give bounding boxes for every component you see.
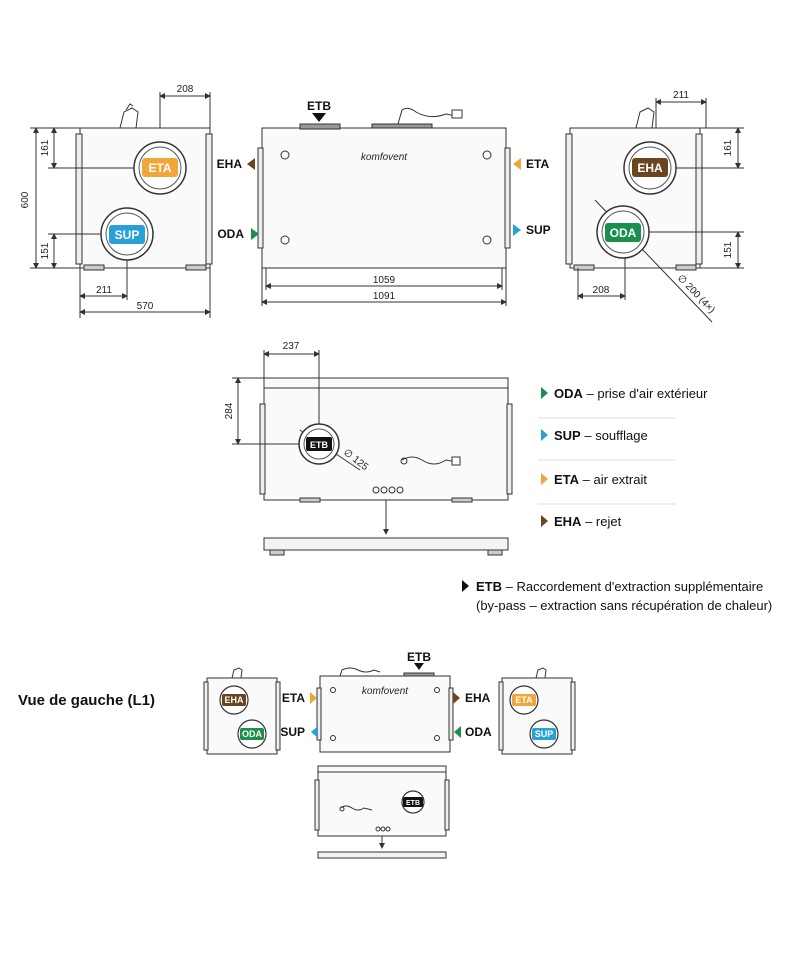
port-label: ETB (310, 440, 329, 450)
dim-label: 211 (96, 285, 112, 296)
bottom-oda-arrow-icon (454, 726, 461, 738)
legend-item-eha: EHA – rejet (554, 514, 622, 529)
top-right-eha-port: EHA (623, 141, 677, 195)
port-label: ODA (242, 729, 263, 739)
top-front-view (257, 107, 511, 306)
top-left-sup-port: SUP (100, 207, 154, 261)
dim-label: 237 (283, 341, 300, 352)
port-label: ODA (610, 226, 637, 240)
oda-arrow-icon (251, 228, 259, 240)
legend: ODA – prise d'air extérieur SUP – souffl… (462, 386, 772, 613)
dim-label: 570 (137, 301, 154, 312)
etb-note-line2: (by-pass – extraction sans récupération … (476, 598, 772, 613)
legend-eta-icon (541, 473, 548, 485)
dim-label: ∅ 200 (4×) (675, 273, 717, 316)
top-left-side-view (30, 92, 213, 318)
dim-label: 600 (20, 191, 31, 208)
bottom-eha-arrow-icon (453, 692, 460, 704)
bottom-etb-port: ETB (401, 790, 425, 814)
dim-label: 208 (177, 84, 194, 95)
dim-label: 151 (723, 241, 734, 258)
dim-label: 1091 (373, 291, 396, 302)
front-right-lower-label: SUP (526, 223, 551, 237)
bottom-plan-view (314, 765, 450, 859)
port-label: SUP (535, 729, 554, 739)
middle-plan-view (232, 350, 513, 556)
dim-label: 1059 (373, 275, 396, 286)
etb-note-line1: ETB – Raccordement d'extraction suppléme… (476, 579, 763, 594)
front-right-upper-label: ETA (526, 157, 549, 171)
eta-arrow-icon (513, 158, 521, 170)
brand-logo: komfovent (361, 152, 408, 163)
dim-label: 161 (723, 139, 734, 156)
bottom-etb-label: ETB (407, 650, 431, 664)
bottom-right-sup-port: SUP (529, 719, 559, 749)
front-left-upper-label: EHA (217, 157, 243, 171)
bottom-eta-arrow-icon (310, 692, 317, 704)
middle-etb-port: ETB (298, 423, 340, 465)
bottom-front-right-lower: ODA (465, 725, 492, 739)
top-left-eta-port: ETA (133, 141, 187, 195)
dim-label: 161 (40, 139, 51, 156)
legend-etb-icon (462, 580, 469, 592)
port-label: ETB (406, 800, 420, 807)
legend-item-eta: ETA – air extrait (554, 472, 647, 487)
legend-oda-icon (541, 387, 548, 399)
port-label: SUP (115, 228, 140, 242)
bottom-front-left-upper: ETA (282, 691, 305, 705)
port-label: EHA (224, 695, 244, 705)
legend-sup-icon (541, 429, 548, 441)
port-label: ETA (515, 695, 533, 705)
port-label: EHA (637, 161, 663, 175)
sup-arrow-icon (513, 224, 521, 236)
bottom-front-view (316, 667, 454, 753)
legend-item-oda: ODA – prise d'air extérieur (554, 386, 708, 401)
dim-label: 151 (40, 242, 51, 259)
bottom-left-oda-port: ODA (237, 719, 267, 749)
section-title: Vue de gauche (L1) (18, 692, 155, 709)
top-right-oda-port: ODA (596, 205, 650, 259)
bottom-etb-arrow-icon (414, 663, 424, 670)
eha-arrow-icon (247, 158, 255, 170)
legend-eha-icon (541, 515, 548, 527)
front-left-lower-label: ODA (217, 227, 244, 241)
port-label: ETA (148, 161, 171, 175)
bottom-brand-logo: komfovent (362, 686, 409, 697)
legend-item-sup: SUP – soufflage (554, 428, 648, 443)
dim-label: 208 (593, 285, 610, 296)
dim-label: 284 (224, 402, 235, 419)
etb-arrow-icon (312, 113, 326, 122)
bottom-front-left-lower: SUP (280, 725, 305, 739)
bottom-right-eta-port: ETA (509, 685, 539, 715)
dim-label: 211 (673, 90, 689, 101)
bottom-left-eha-port: EHA (219, 685, 249, 715)
bottom-front-right-upper: EHA (465, 691, 491, 705)
etb-label: ETB (307, 99, 331, 113)
bottom-sup-arrow-icon (311, 726, 318, 738)
